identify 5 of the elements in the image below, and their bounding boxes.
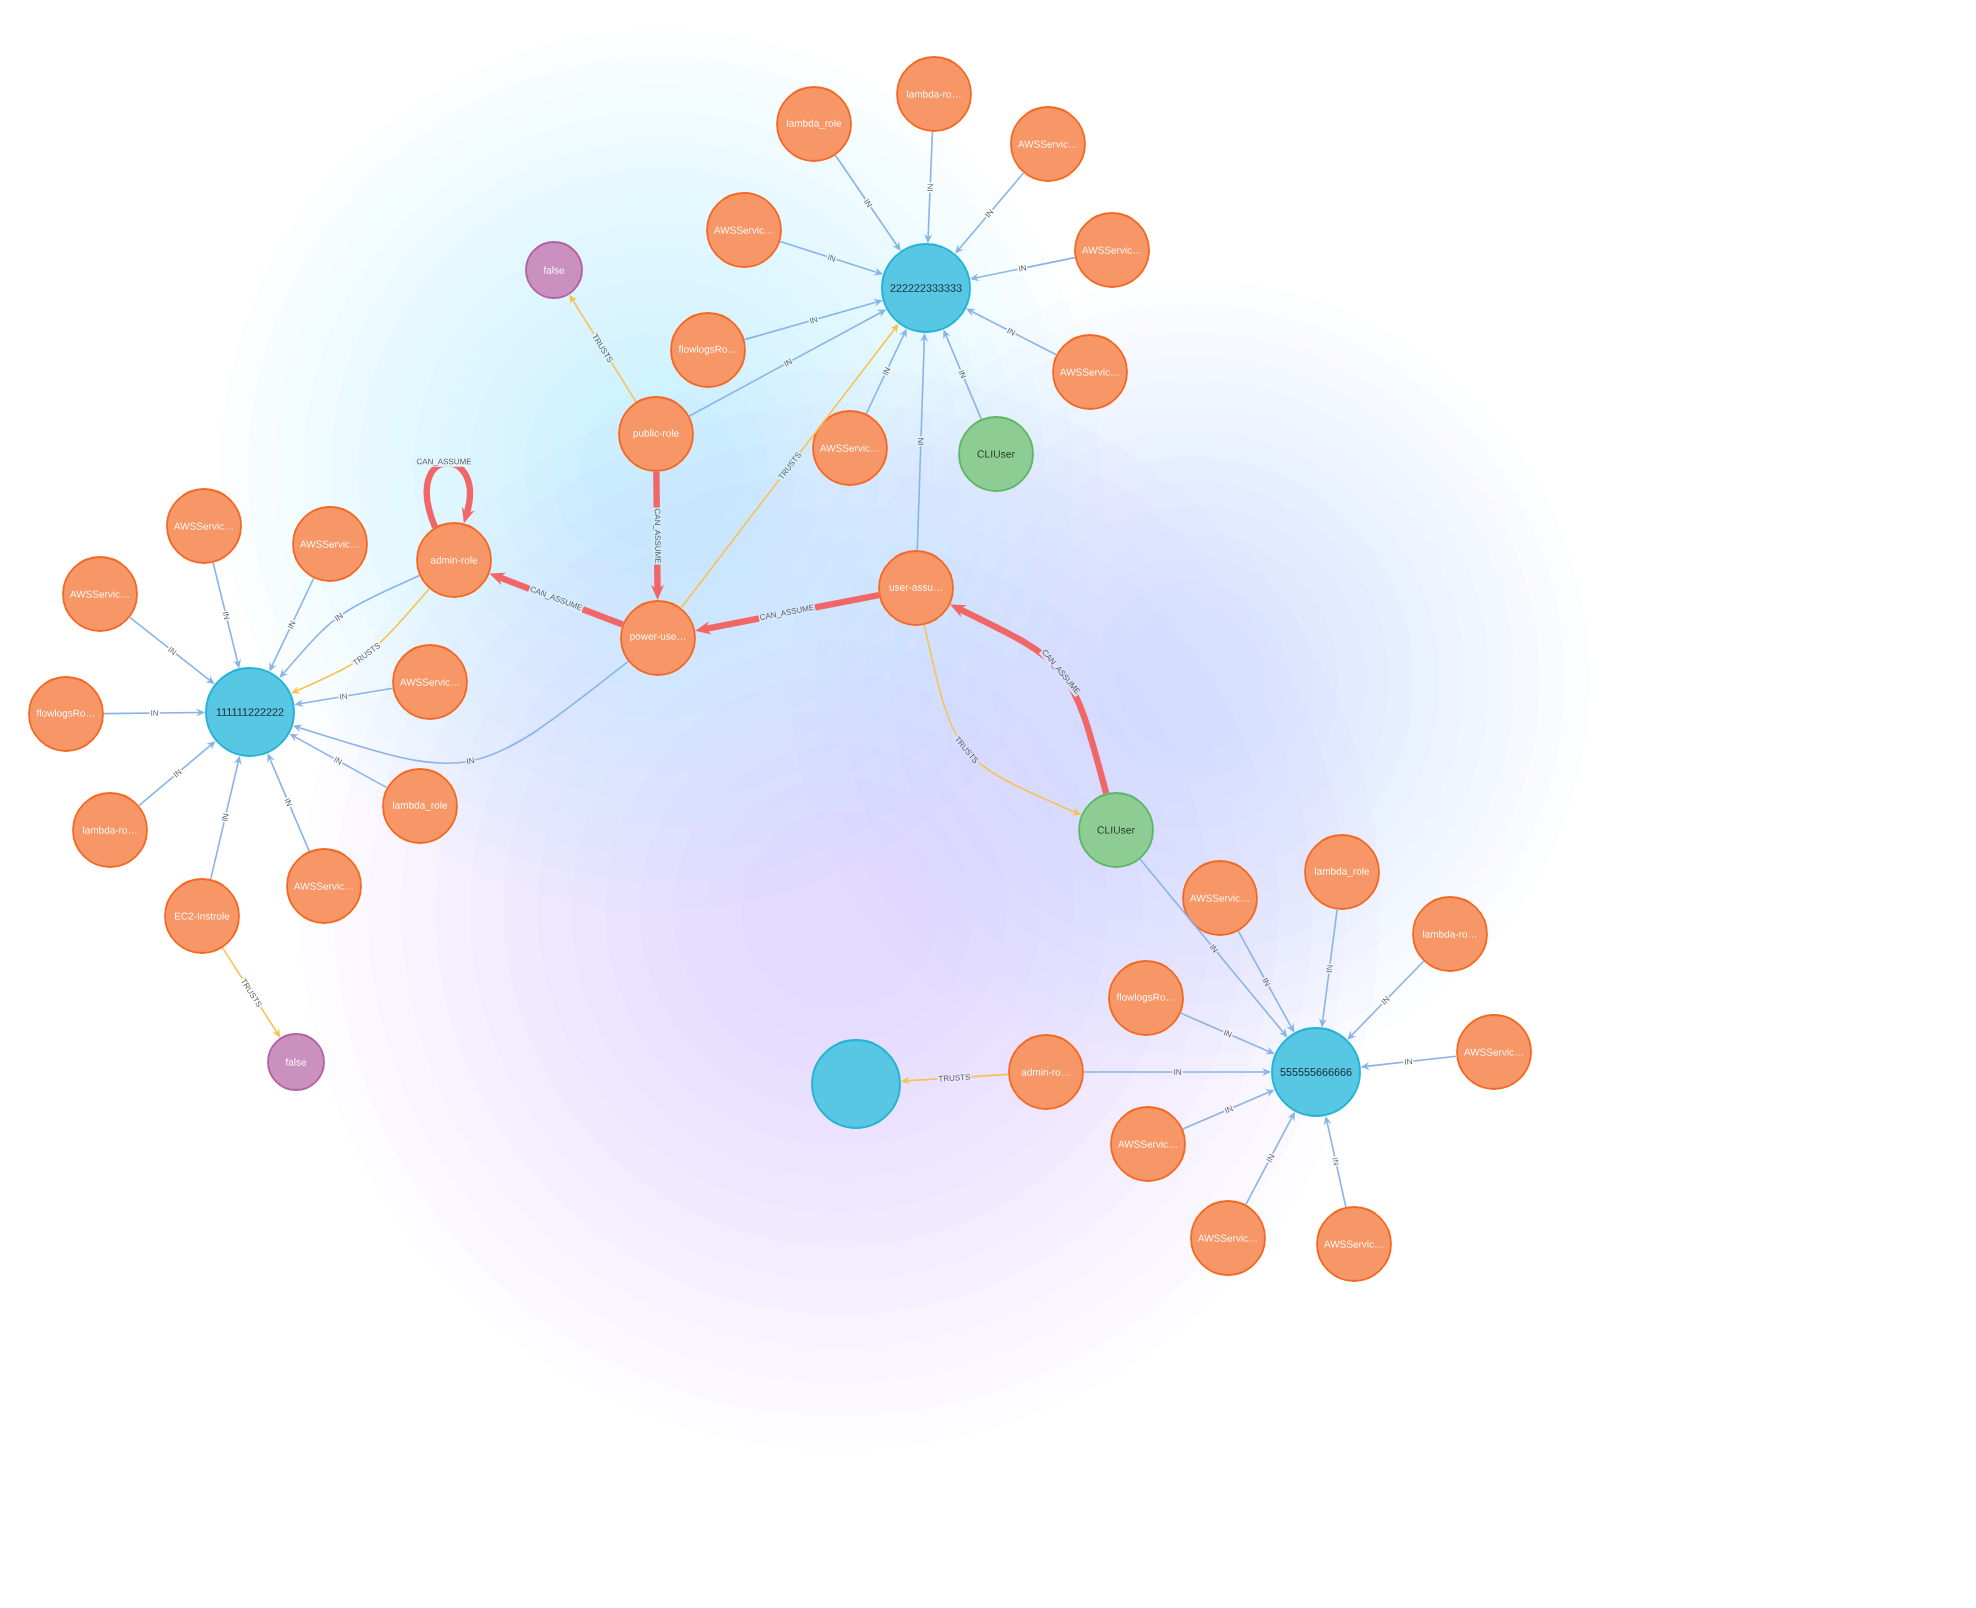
graph-node: [811, 1039, 901, 1129]
arrow: [955, 172, 1025, 254]
arrow: [1347, 960, 1425, 1040]
arrow: [966, 308, 1058, 356]
arrow: [834, 154, 901, 251]
